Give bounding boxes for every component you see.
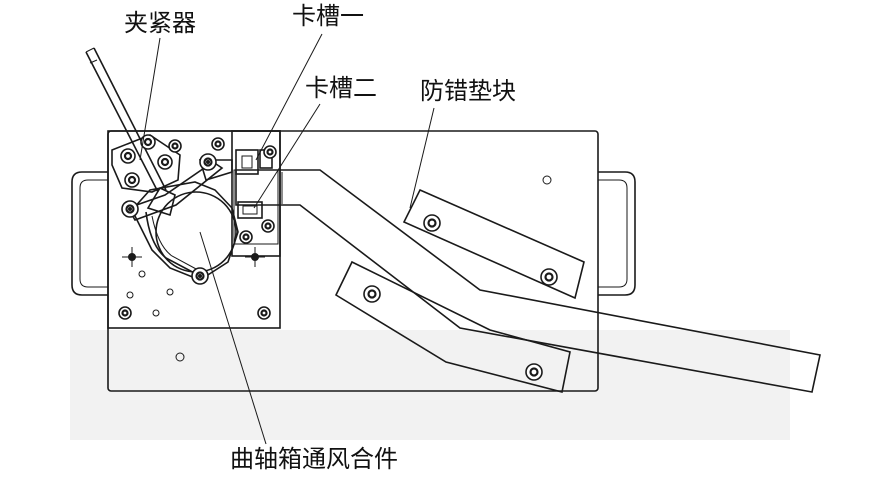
label-anti-error-pad: 防错垫块 xyxy=(420,77,516,105)
anti-error-pad-lower xyxy=(334,260,571,393)
label-clamp: 夹紧器 xyxy=(124,9,196,37)
anti-error-pad-upper xyxy=(402,188,585,300)
clamp-arm-lever xyxy=(146,186,176,217)
leader-slot-two xyxy=(253,103,321,209)
leader-clamp xyxy=(139,37,161,161)
slot-one-inner xyxy=(241,155,253,169)
slot-two-inner xyxy=(242,205,258,215)
label-crankcase-assembly: 曲轴箱通风合件 xyxy=(230,445,398,473)
clamp-arm xyxy=(126,161,224,221)
leader-pad xyxy=(409,107,435,209)
ground-shadow xyxy=(70,330,790,440)
slot-two-part xyxy=(237,201,263,219)
right-handle xyxy=(598,171,636,296)
clamp-mount-plate xyxy=(111,134,181,193)
crankcase-assembly xyxy=(131,159,239,281)
locating-pins xyxy=(122,160,265,278)
leader-slot-one xyxy=(255,33,323,161)
slot-one-part xyxy=(235,149,259,175)
label-slot-one: 卡槽一 xyxy=(292,2,364,30)
clamp-rod xyxy=(85,47,167,193)
label-slot-two: 卡槽二 xyxy=(305,74,377,102)
guide-strap xyxy=(235,169,821,393)
left-handle xyxy=(71,171,108,296)
mounting-holes xyxy=(118,134,558,381)
leader-crank xyxy=(199,231,267,445)
